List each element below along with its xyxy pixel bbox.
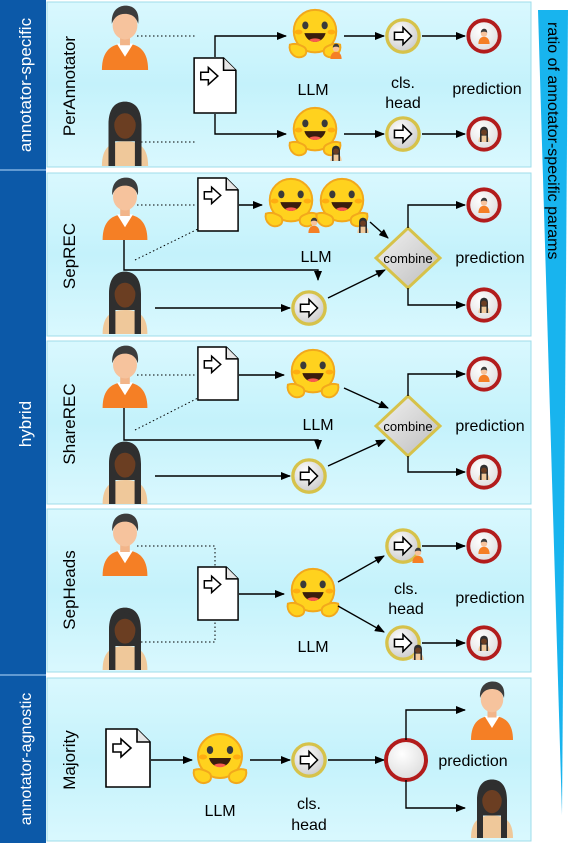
row-name-seprec: SepREC bbox=[60, 223, 79, 289]
row-sharerec: LLM combine prediction bbox=[102, 345, 525, 504]
head-label-line1: cls. bbox=[394, 581, 418, 598]
label-hybrid: hybrid bbox=[16, 401, 35, 447]
document-icon bbox=[193, 57, 237, 114]
head-label-line2: head bbox=[388, 601, 424, 618]
ratio-label: ratio of annotator-specific params bbox=[544, 22, 561, 259]
label-annotator-specific: annotator-specific bbox=[16, 17, 35, 152]
llm-label: LLM bbox=[204, 803, 235, 820]
row-name-sepheads: SepHeads bbox=[60, 550, 79, 629]
document-icon bbox=[197, 177, 239, 232]
document-icon bbox=[105, 728, 151, 788]
prediction-label: prediction bbox=[455, 418, 524, 435]
arrow-circle-icon bbox=[385, 18, 421, 54]
row-sepheads: LLM cls. head prediction bbox=[102, 513, 525, 670]
row-seprec: LLM combine prediction bbox=[102, 177, 525, 334]
document-icon bbox=[197, 346, 239, 401]
document-icon bbox=[197, 566, 239, 621]
llm-label: LLM bbox=[300, 249, 331, 266]
row-perannotator: LLM cls. head prediction bbox=[101, 5, 522, 166]
head-label-line2: head bbox=[291, 817, 327, 834]
arrow-circle-icon bbox=[291, 458, 327, 494]
llm-label: LLM bbox=[297, 639, 328, 656]
row-name-sharerec: ShareREC bbox=[60, 383, 79, 464]
label-annotator-agnostic: annotator-agnostic bbox=[18, 693, 35, 826]
prediction-label: prediction bbox=[452, 81, 521, 98]
prediction-label: prediction bbox=[455, 250, 524, 267]
arrow-circle-icon bbox=[385, 116, 421, 152]
ratio-wedge bbox=[538, 10, 568, 815]
llm-label: LLM bbox=[297, 82, 328, 99]
llm-label: LLM bbox=[302, 417, 333, 434]
head-label-line1: cls. bbox=[391, 75, 415, 92]
combine-label: combine bbox=[383, 419, 432, 434]
side-band bbox=[0, 0, 46, 843]
row-majority: LLM cls. head prediction bbox=[105, 681, 513, 838]
prediction-label: prediction bbox=[455, 590, 524, 607]
arrow-circle-icon bbox=[291, 290, 327, 326]
prediction-label: prediction bbox=[438, 753, 507, 770]
head-label-line2: head bbox=[385, 95, 421, 112]
row-name-perannotator: PerAnnotator bbox=[60, 36, 79, 137]
row-name-majority: Majority bbox=[60, 730, 79, 790]
arrow-circle-icon bbox=[291, 742, 327, 778]
prediction-circle-icon bbox=[384, 738, 428, 782]
combine-label: combine bbox=[383, 251, 432, 266]
head-label-line1: cls. bbox=[297, 796, 321, 813]
